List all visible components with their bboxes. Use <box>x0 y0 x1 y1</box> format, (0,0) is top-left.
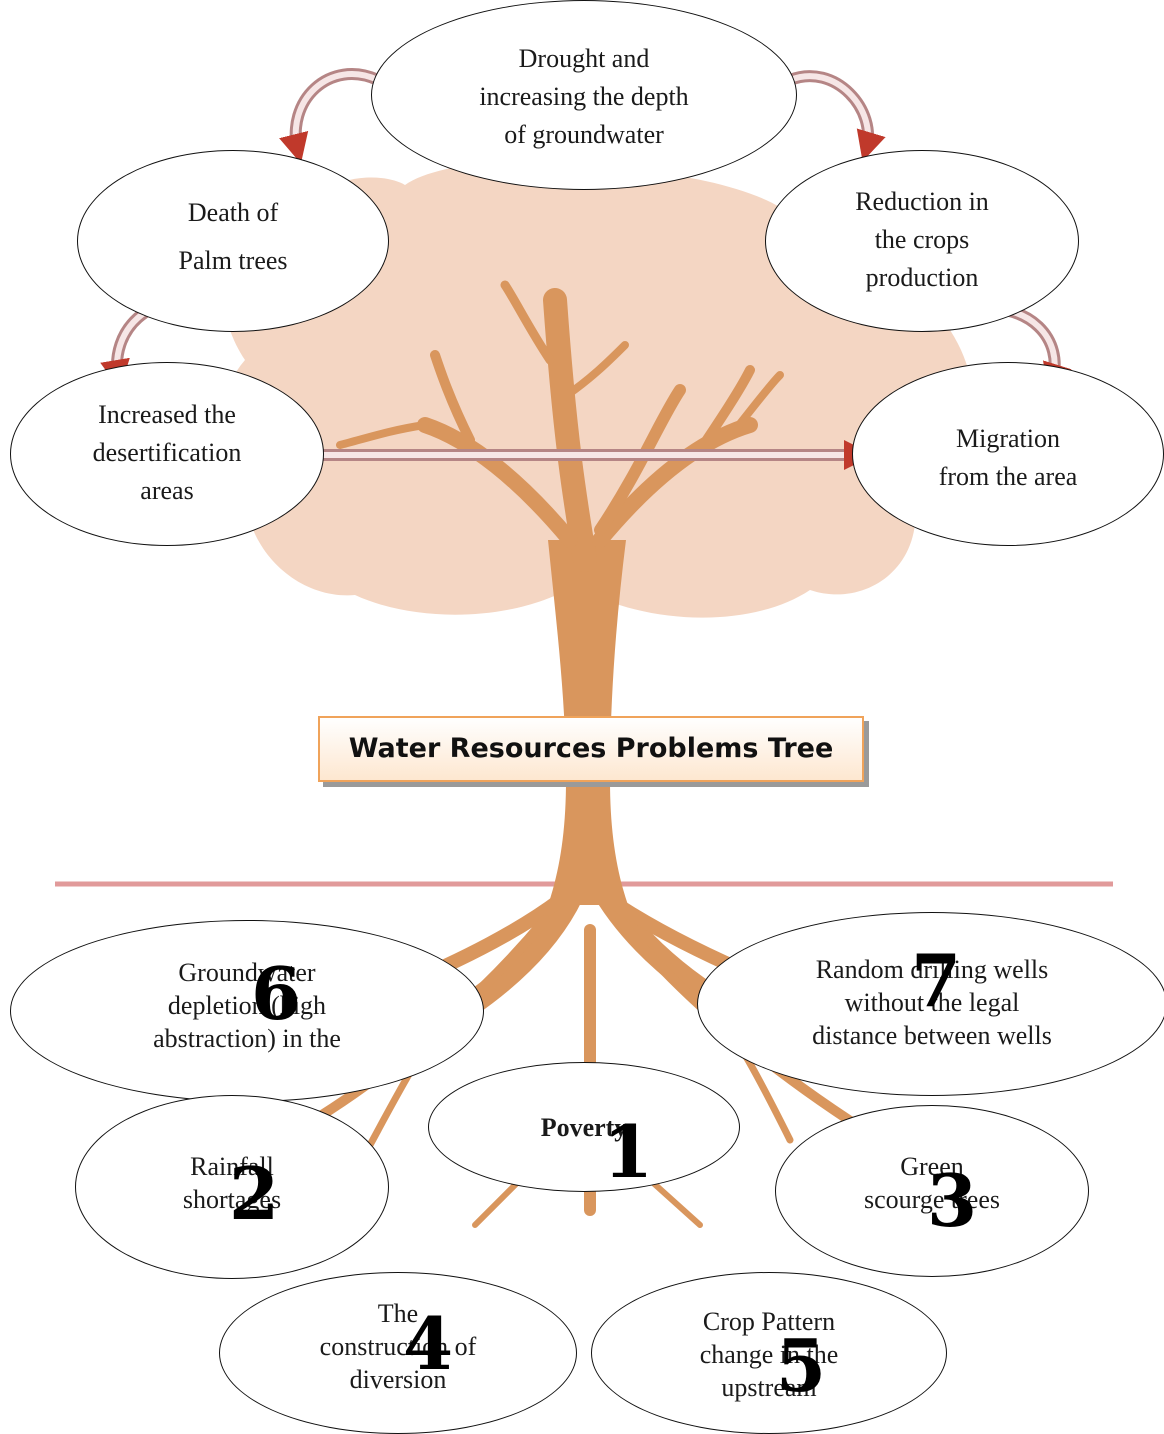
cause-drilling: Random drilling wells without the legal … <box>697 912 1164 1096</box>
cause-crop-label: Crop Pattern change in the upstream <box>699 1307 839 1402</box>
cause-number-5: 5 <box>776 1323 827 1408</box>
cause-number-6: 6 <box>251 951 302 1036</box>
cause-number-4: 4 <box>403 1301 454 1386</box>
cause-number-7: 7 <box>911 938 962 1023</box>
arrow-drought-to-death <box>279 68 381 164</box>
effect-desertification-label: Increased the desertification areas <box>92 400 242 505</box>
cause-groundwater-label: Groundwater depletion (high abstraction)… <box>153 958 341 1053</box>
cause-poverty-label: Poverty <box>540 1113 628 1142</box>
cause-groundwater: Groundwater depletion (high abstraction)… <box>10 920 484 1102</box>
effect-migration: Migration from the area <box>852 362 1164 546</box>
cause-number-2: 2 <box>229 1151 280 1236</box>
effect-drought-label: Drought and increasing the depth of grou… <box>479 44 689 149</box>
effect-drought: Drought and increasing the depth of grou… <box>371 0 797 190</box>
diagram-title: Water Resources Problems Tree <box>318 716 864 782</box>
arrow-drought-to-reduction <box>787 70 886 162</box>
cause-crop: Crop Pattern change in the upstream <box>591 1272 947 1434</box>
cause-number-3: 3 <box>927 1158 978 1243</box>
cause-drilling-label: Random drilling wells without the legal … <box>812 955 1052 1050</box>
cause-green-label: Green scourge trees <box>864 1152 1000 1214</box>
effect-desertification: Increased the desertification areas <box>10 362 324 546</box>
effect-death-label: Death of Palm trees <box>178 198 288 275</box>
effect-reduction: Reduction in the crops production <box>765 150 1079 332</box>
effect-death: Death of Palm trees <box>77 150 389 332</box>
cause-rainfall: Rainfall shortages <box>75 1095 389 1279</box>
effect-migration-label: Migration from the area <box>938 424 1078 491</box>
cause-rainfall-label: Rainfall shortages <box>182 1152 282 1214</box>
cause-poverty: Poverty <box>428 1062 740 1192</box>
cause-construction-label: The construction of diversion <box>319 1299 477 1394</box>
cause-construction: The construction of diversion <box>219 1272 577 1434</box>
effect-reduction-label: Reduction in the crops production <box>855 187 989 292</box>
cause-number-1: 1 <box>603 1109 654 1194</box>
cause-green: Green scourge trees <box>775 1105 1089 1277</box>
